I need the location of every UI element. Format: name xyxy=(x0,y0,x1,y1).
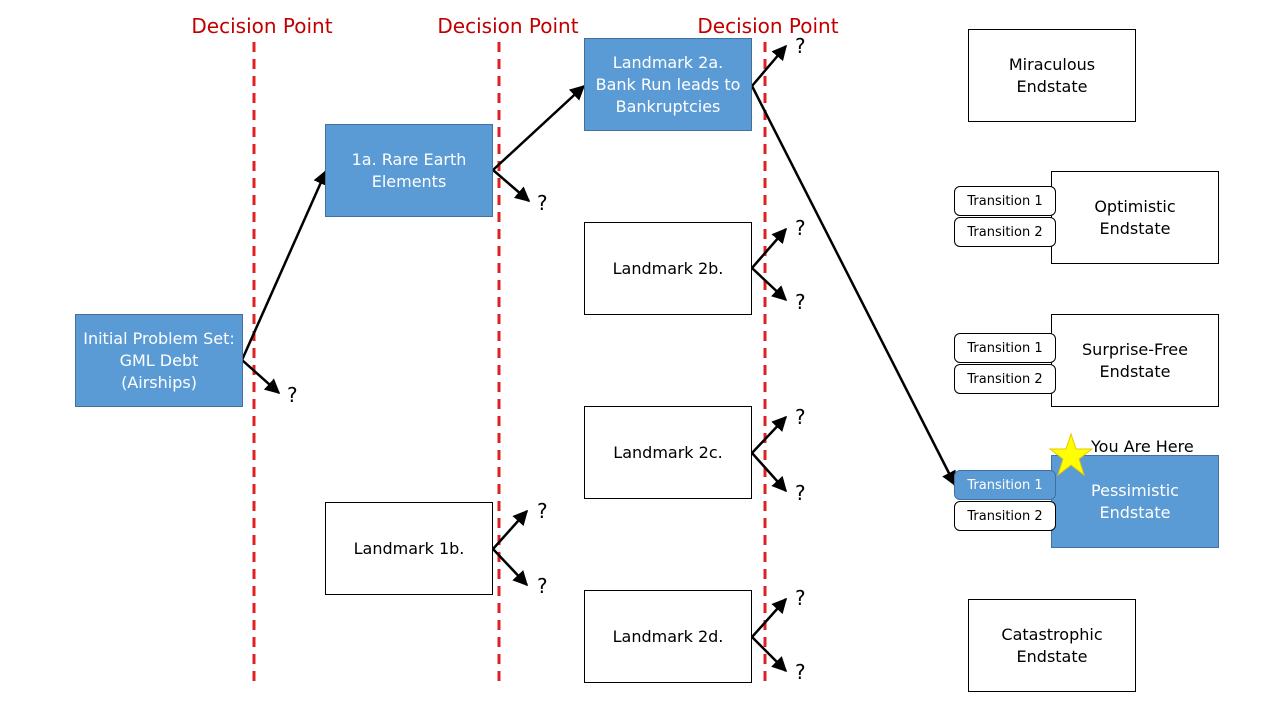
question-mark: ? xyxy=(795,481,806,505)
arrow-1a-to-q xyxy=(492,169,531,202)
landmark-2c-box[interactable]: Landmark 2c. xyxy=(584,406,752,499)
decision-point-label-1: Decision Point xyxy=(191,14,333,38)
surprise-free-transition-2[interactable]: Transition 2 xyxy=(954,364,1056,394)
arrow-initial-to-1a xyxy=(240,169,328,361)
arrow-2d-to-q1 xyxy=(751,597,788,638)
arrow-2a-to-pessimistic xyxy=(750,85,957,487)
arrow-2b-to-q1 xyxy=(751,227,787,269)
arrow-2a-to-q xyxy=(751,44,787,87)
miraculous-endstate-box[interactable]: Miraculous Endstate xyxy=(968,29,1136,122)
surprise-free-transition-1[interactable]: Transition 1 xyxy=(954,333,1056,363)
pessimistic-transition-1[interactable]: Transition 1 xyxy=(954,470,1056,500)
surprise-free-endstate-box[interactable]: Surprise-Free Endstate xyxy=(1051,314,1219,407)
question-mark: ? xyxy=(537,574,548,598)
arrow-initial-to-q xyxy=(241,359,281,394)
arrow-2b-to-q2 xyxy=(751,267,788,302)
question-mark: ? xyxy=(795,290,806,314)
landmark-2d-box[interactable]: Landmark 2d. xyxy=(584,590,752,683)
question-mark: ? xyxy=(537,499,548,523)
catastrophic-endstate-box[interactable]: Catastrophic Endstate xyxy=(968,599,1136,692)
landmark-1b-box[interactable]: Landmark 1b. xyxy=(325,502,493,595)
question-mark: ? xyxy=(795,216,806,240)
landmark-2a-box[interactable]: Landmark 2a. Bank Run leads to Bankruptc… xyxy=(584,38,752,131)
you-are-here-label: You Are Here xyxy=(1091,437,1194,456)
arrow-2d-to-q2 xyxy=(751,636,788,673)
arrow-1b-to-q2 xyxy=(492,548,529,587)
question-mark: ? xyxy=(287,383,298,407)
landmark-2b-box[interactable]: Landmark 2b. xyxy=(584,222,752,315)
question-mark: ? xyxy=(795,405,806,429)
landmark-1a-box[interactable]: 1a. Rare Earth Elements xyxy=(325,124,493,217)
initial-problem-box[interactable]: Initial Problem Set: GML Debt (Airships) xyxy=(75,314,243,407)
pessimistic-transition-2[interactable]: Transition 2 xyxy=(954,501,1056,531)
question-mark: ? xyxy=(795,34,806,58)
star-icon xyxy=(1048,432,1094,477)
arrow-2c-to-q1 xyxy=(751,415,788,454)
optimistic-transition-1[interactable]: Transition 1 xyxy=(954,186,1056,216)
optimistic-endstate-box[interactable]: Optimistic Endstate xyxy=(1051,171,1219,264)
arrow-1b-to-q1 xyxy=(492,509,529,550)
question-mark: ? xyxy=(537,191,548,215)
optimistic-transition-2[interactable]: Transition 2 xyxy=(954,217,1056,247)
arrow-1a-to-2a xyxy=(492,84,586,171)
question-mark: ? xyxy=(795,660,806,684)
question-mark: ? xyxy=(795,586,806,610)
decision-point-label-2: Decision Point xyxy=(437,14,579,38)
decision-point-label-3: Decision Point xyxy=(697,14,839,38)
arrow-2c-to-q2 xyxy=(751,452,788,493)
